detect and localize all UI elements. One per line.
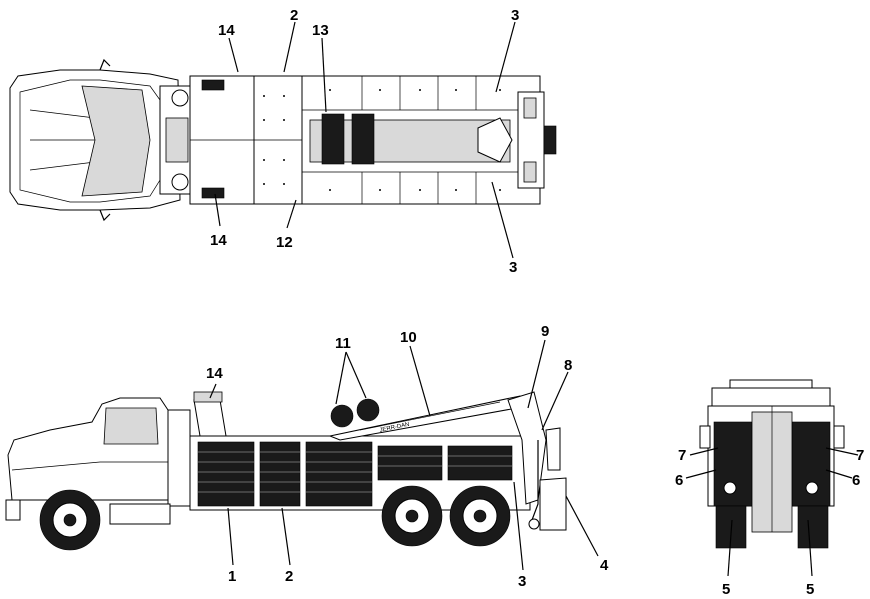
- side-view-boom: JERR-DAN: [328, 391, 567, 531]
- callout-rear-5-right: 5: [806, 581, 814, 598]
- rear-view-leaders: [685, 447, 859, 577]
- callout-rear-6-right: 6: [852, 472, 860, 489]
- top-view-leaders: [214, 21, 516, 259]
- callout-top-3-lower: 3: [509, 259, 517, 276]
- callout-side-10: 10: [400, 329, 417, 346]
- front-wheel: [39, 489, 101, 551]
- callout-top-14-upper: 14: [218, 22, 235, 39]
- side-view-body: [189, 391, 531, 511]
- top-view-cab: [9, 58, 191, 222]
- side-view: JERR-DAN: [5, 391, 567, 551]
- side-view-leaders: [209, 339, 599, 571]
- callout-rear-6-left: 6: [675, 472, 683, 489]
- callout-rear-7-left: 7: [678, 447, 686, 464]
- top-view-body: [189, 75, 541, 205]
- callout-side-14: 14: [206, 365, 223, 382]
- callout-top-2: 2: [290, 7, 298, 24]
- callout-top-13: 13: [312, 22, 329, 39]
- callout-top-3-upper: 3: [511, 7, 519, 24]
- callout-side-3: 3: [518, 573, 526, 590]
- callout-side-4: 4: [600, 557, 609, 574]
- callout-rear-7-right: 7: [856, 447, 864, 464]
- callout-top-14-lower: 14: [210, 232, 227, 249]
- top-view: [9, 58, 557, 222]
- side-view-cab: [5, 397, 191, 521]
- callout-side-11: 11: [335, 335, 351, 352]
- rear-wheels: [381, 485, 511, 547]
- callout-top-12: 12: [276, 234, 293, 251]
- callout-rear-5-left: 5: [722, 581, 730, 598]
- callout-side-2: 2: [285, 568, 293, 585]
- callout-side-8: 8: [564, 357, 572, 374]
- top-view-rear: [517, 91, 557, 189]
- callout-labels: 14 2 13 3 14 12 3 14 11 10 9 8 1 2 3 4 7…: [206, 7, 864, 598]
- callout-side-1: 1: [228, 568, 236, 585]
- callout-side-9: 9: [541, 323, 549, 340]
- rear-view: [699, 379, 845, 549]
